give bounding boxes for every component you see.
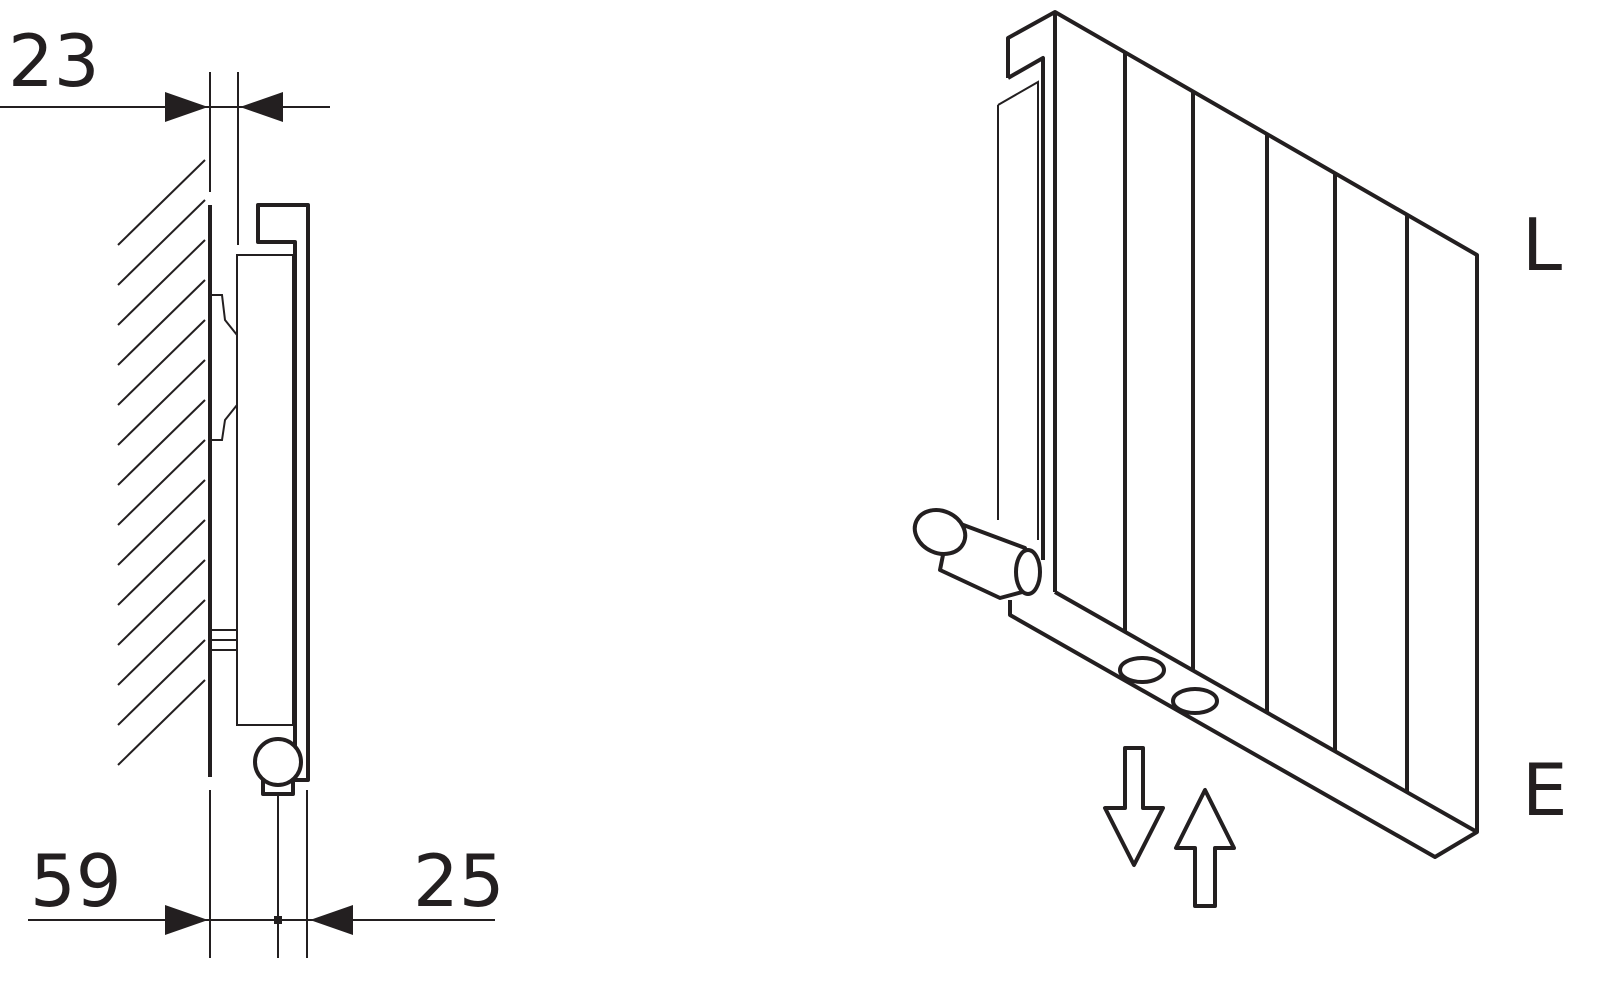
wall-hatch-line	[117, 679, 206, 766]
wall-hatch-line	[117, 239, 206, 326]
flow-down-arrow	[1103, 746, 1165, 867]
radiator-profile	[212, 203, 310, 796]
wall-hatch-line	[117, 199, 206, 286]
flow-up-arrow	[1174, 788, 1236, 908]
side-view: 23 59 25	[0, 19, 505, 958]
wall-hatch-line	[117, 599, 206, 686]
dimension-bottom: 59 25	[28, 790, 505, 958]
valve-circle	[253, 737, 303, 787]
wall-hatch-line	[117, 159, 206, 246]
label-l: L	[1522, 203, 1562, 287]
dimension-top: 23	[0, 19, 330, 245]
wall	[117, 159, 212, 777]
pipe-connection	[1118, 656, 1166, 684]
wall-hatch-line	[117, 359, 206, 446]
wall-hatch-line	[117, 399, 206, 486]
wall-hatch-line	[117, 279, 206, 366]
label-e: E	[1522, 748, 1568, 832]
dimension-depth-label: 59	[30, 839, 122, 923]
wall-hatch-line	[117, 559, 206, 646]
iso-view: L E	[912, 10, 1568, 908]
wall-hatch-line	[117, 639, 206, 726]
pipe-connection	[1171, 687, 1219, 715]
wall-hatch-line	[117, 439, 206, 526]
wall-hatch-line	[117, 479, 206, 566]
wall-hatch-line	[117, 519, 206, 606]
valve	[912, 508, 1042, 600]
dimension-top-label: 23	[8, 19, 100, 103]
dimension-pipe-label: 25	[413, 839, 505, 923]
wall-hatch-line	[117, 319, 206, 406]
